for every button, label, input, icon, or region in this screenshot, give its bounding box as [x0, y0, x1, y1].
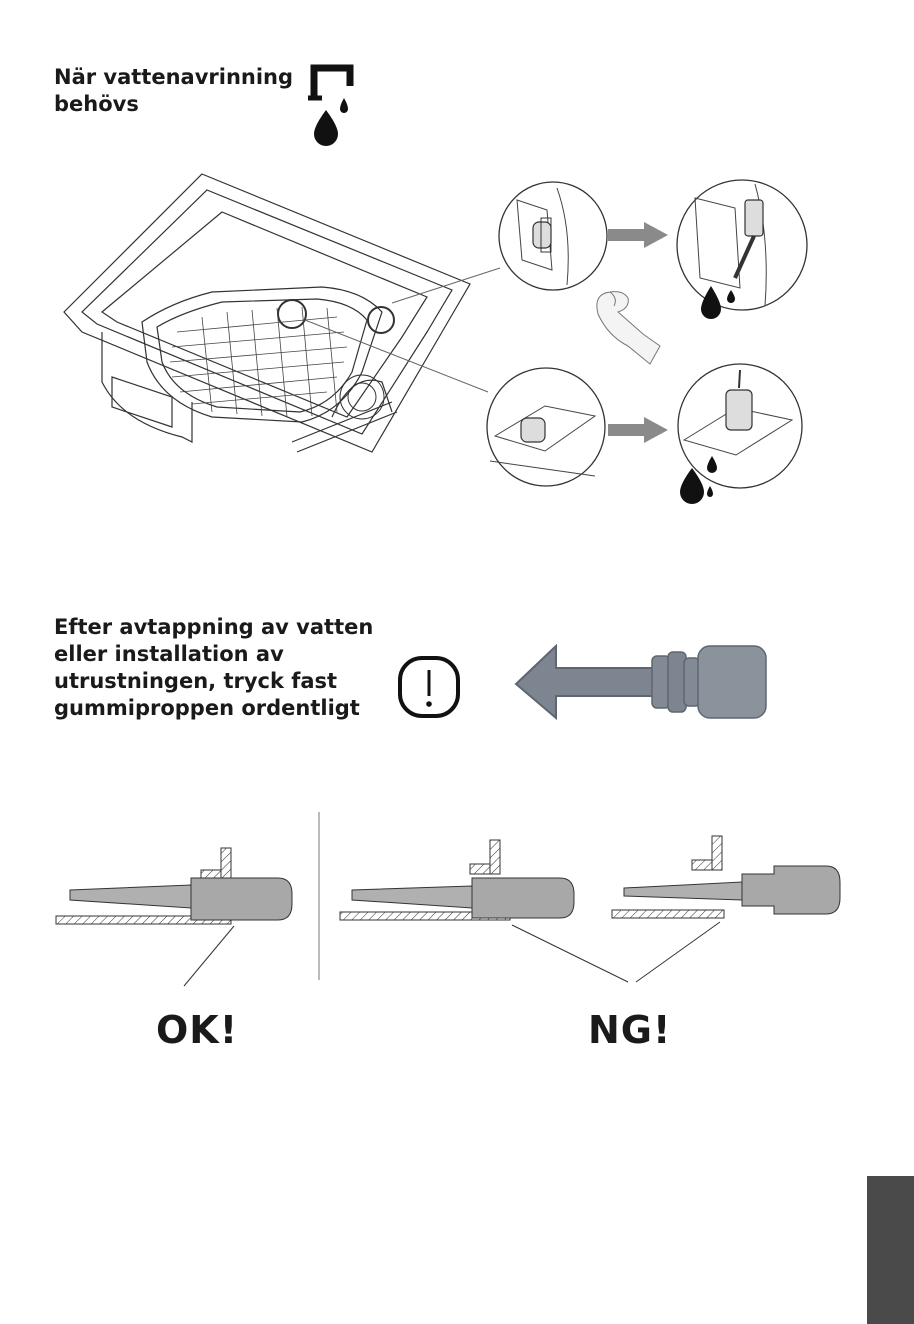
ok-label: OK!: [156, 1008, 238, 1052]
ng-label: NG!: [588, 1008, 671, 1052]
page-side-tab: [867, 1176, 914, 1324]
